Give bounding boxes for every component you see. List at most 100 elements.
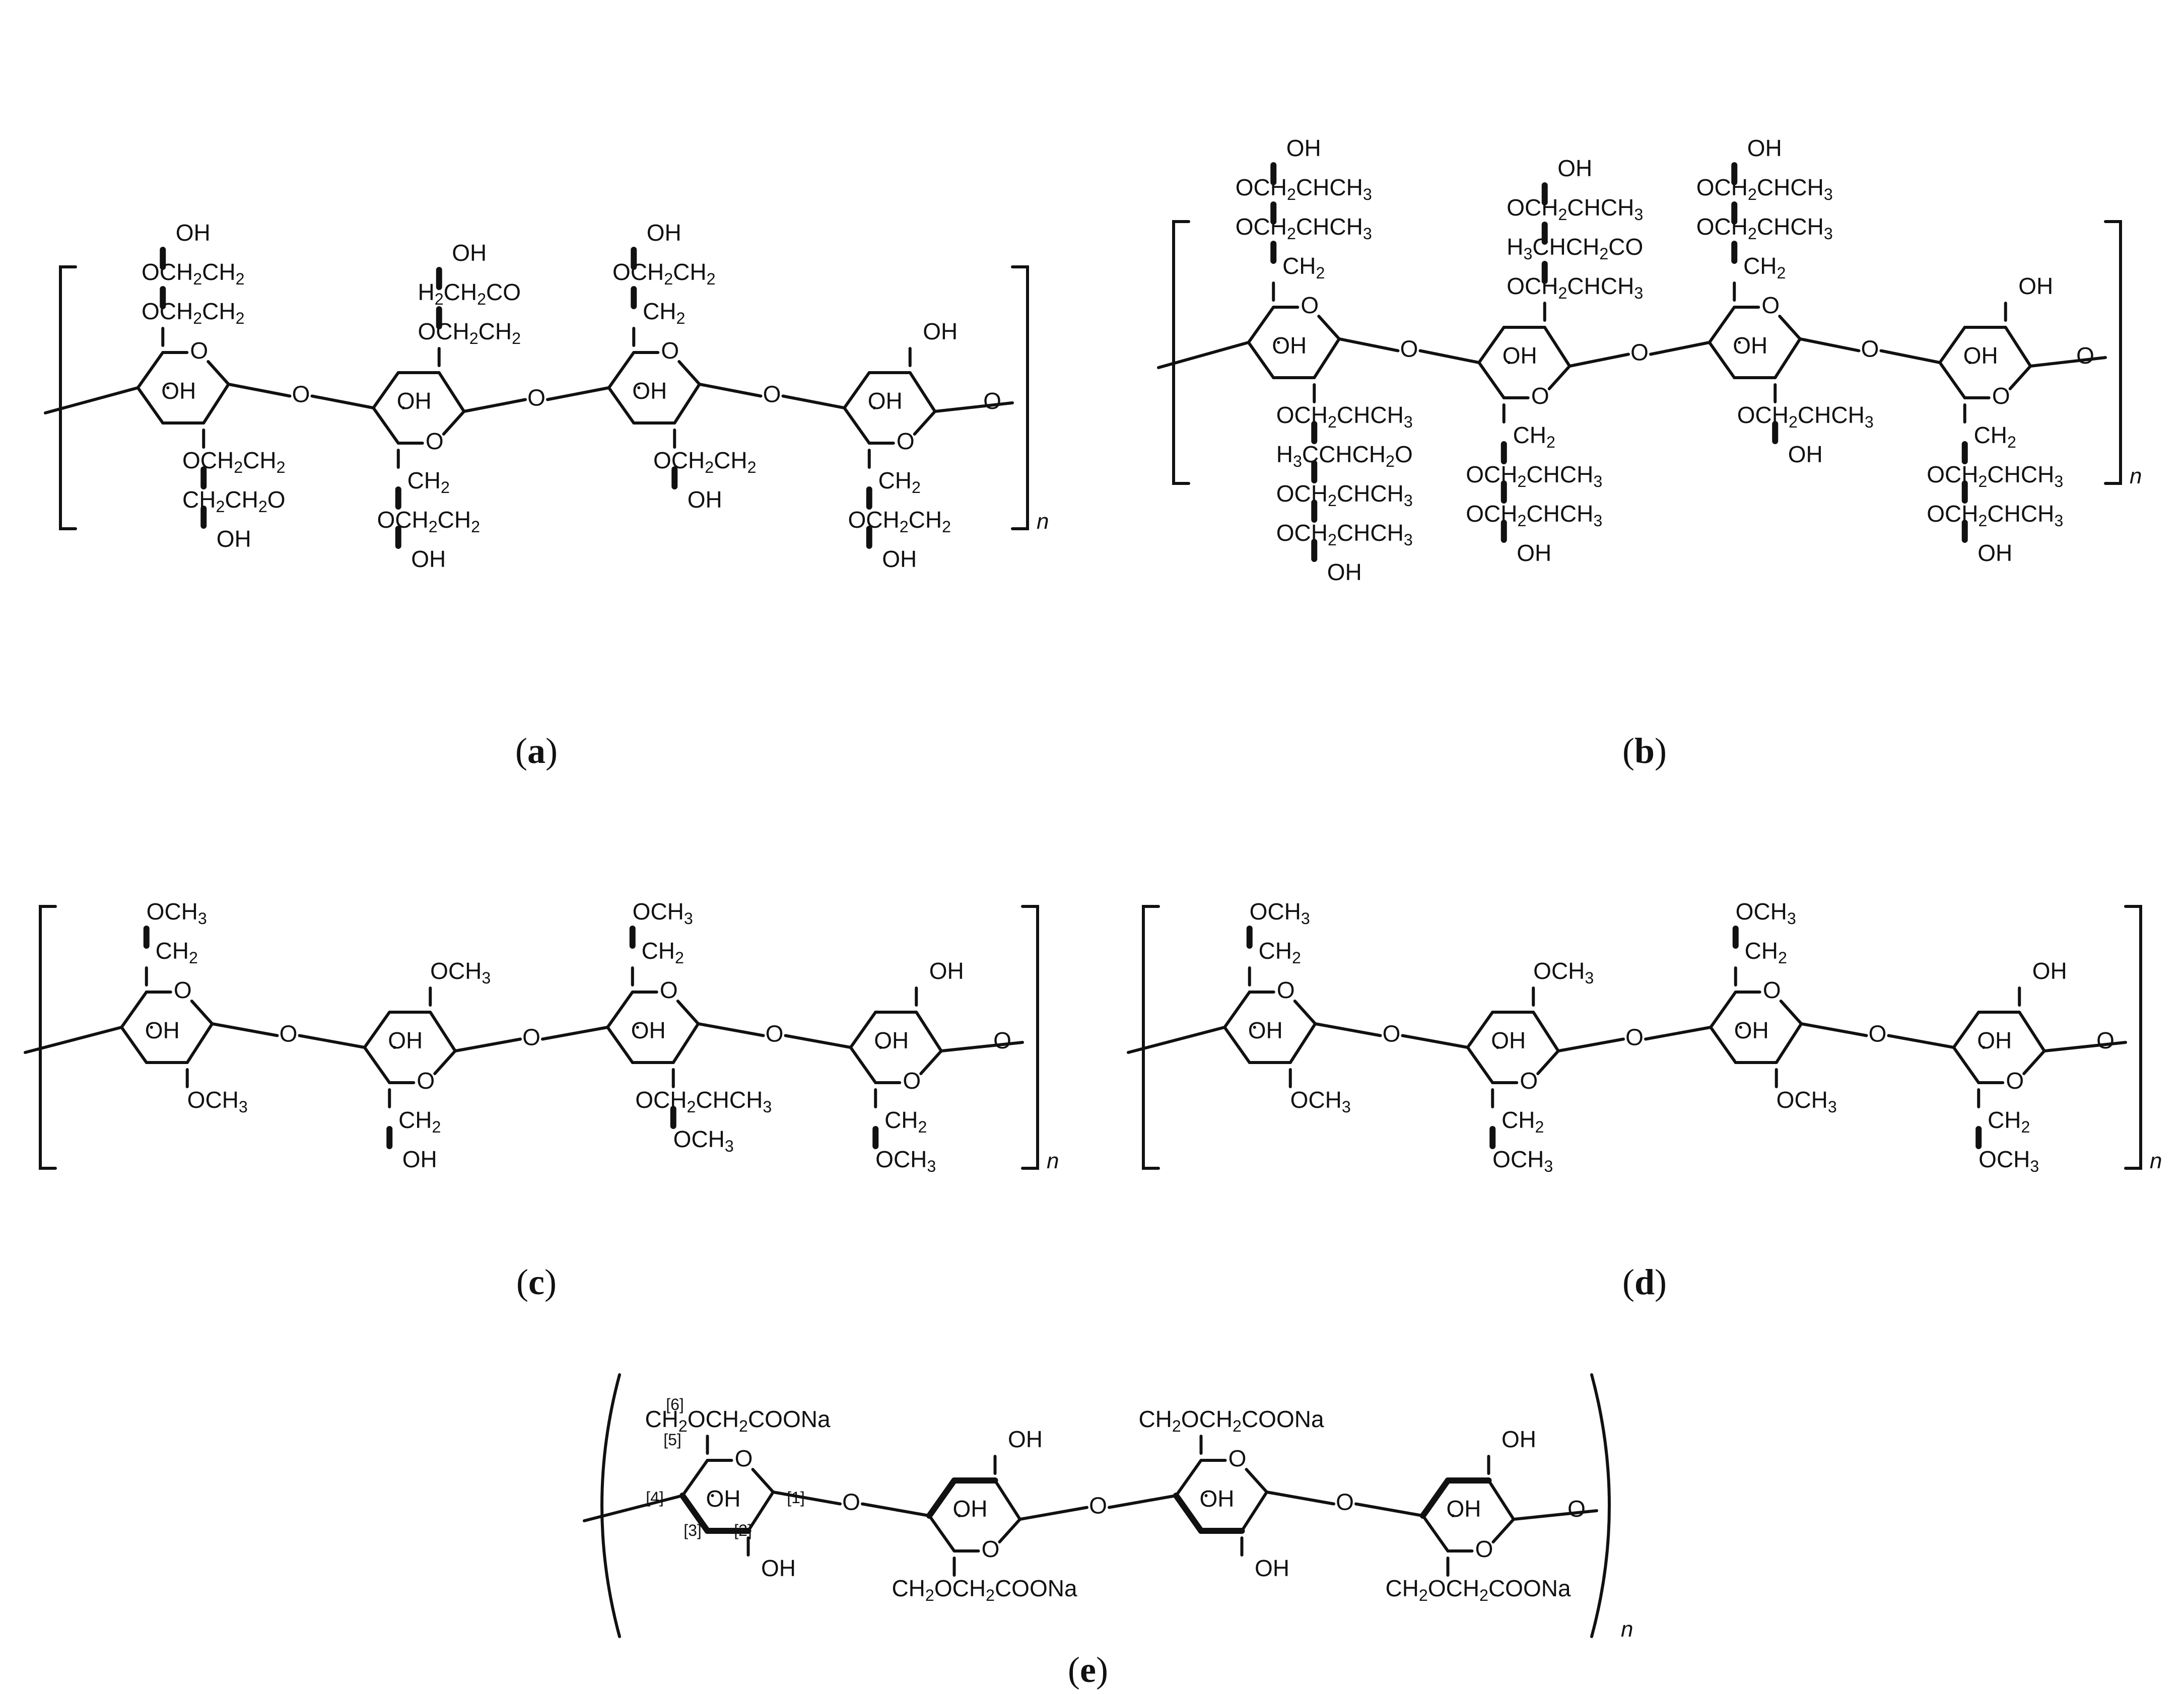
- terminal-oxygen: O: [1567, 1496, 1586, 1522]
- ring-hydroxyl-label: OH: [388, 1027, 423, 1053]
- glycosidic-oxygen: O: [1383, 1021, 1401, 1047]
- ring-oxygen: O: [1228, 1445, 1247, 1471]
- glycosidic-bond: [1337, 337, 1400, 352]
- ring-hydroxyl-label: OH: [632, 378, 667, 404]
- substituent-label: OH: [176, 220, 211, 246]
- substituent-label: OCH3​: [1736, 898, 1796, 927]
- substituent-label: H3​CCHCH2​O: [1276, 441, 1413, 470]
- ring-bond: [1245, 1468, 1268, 1494]
- ring-bond: [1708, 306, 1736, 344]
- glycosidic-oxygen: O: [1336, 1489, 1354, 1515]
- ring-bond: [751, 1468, 775, 1494]
- ring-bond: [843, 371, 871, 409]
- ring-bond: [998, 1518, 1021, 1543]
- substituent-label: OCH3​: [875, 1146, 936, 1175]
- substituent-label: OCH2​CHCH3​: [1696, 174, 1833, 203]
- ring-bond: [190, 1000, 214, 1025]
- right-bracket: [1590, 1373, 1611, 1638]
- ring-bond: [915, 1011, 943, 1052]
- repeat-subscript: n: [1621, 1617, 1633, 1642]
- ring-bond: [607, 351, 636, 389]
- terminal-oxygen: O: [2076, 342, 2094, 369]
- substituent-label: OCH3​: [1250, 898, 1310, 927]
- substituent-label: CH2​: [878, 467, 921, 496]
- glycosidic-bond: [697, 1022, 765, 1037]
- ring-bond: [1952, 1011, 1981, 1049]
- substituent-label: OCH2​CHCH3​: [635, 1087, 772, 1115]
- carbon-number-label: [1]: [787, 1489, 805, 1507]
- glycosidic-bond: [211, 1022, 279, 1037]
- panel-caption: (b): [1622, 731, 1667, 771]
- carbon-number-label: [2]: [734, 1521, 752, 1539]
- ring-oxygen: O: [174, 977, 192, 1003]
- ring-bond: [681, 1459, 709, 1497]
- ring-bond: [849, 1011, 877, 1049]
- glycosidic-oxygen: O: [842, 1489, 860, 1515]
- glycosidic-bond: [298, 1034, 366, 1049]
- right-bracket: [1011, 265, 1029, 530]
- ring-bond: [1313, 337, 1341, 379]
- ring-oxygen: O: [1763, 977, 1781, 1003]
- ring-hydroxyl-label: OH: [706, 1486, 741, 1512]
- substituent-label: CH2​: [398, 1107, 441, 1136]
- ring-oxygen: O: [1301, 292, 1319, 318]
- ring-bond: [993, 1479, 1021, 1521]
- substituent-label: OCH2​CH2​: [142, 298, 245, 327]
- substituent-label: OCH2​CH2​: [142, 259, 245, 288]
- ring-hydroxyl-label: OH: [1977, 1027, 2012, 1053]
- ring-bond: [433, 1049, 457, 1075]
- substituent-label: OH: [923, 318, 958, 344]
- ring-bond: [1774, 1022, 1803, 1064]
- ring-bond: [363, 1011, 391, 1049]
- ring-bond: [673, 383, 701, 425]
- substituent-label: OCH2​CHCH3​: [1927, 461, 2063, 490]
- substituent-label: OCH2​CHCH3​: [1276, 480, 1413, 509]
- terminal-oxygen: O: [993, 1027, 1011, 1053]
- ring-hydroxyl-label: OH: [874, 1027, 909, 1053]
- ring-bond: [1536, 1049, 1560, 1075]
- panel-caption: (a): [515, 731, 558, 771]
- ring-bond: [1708, 341, 1736, 379]
- substituent-label: CH2​CH2​O: [182, 486, 286, 515]
- glycosidic-bond: [1108, 1494, 1178, 1509]
- substituent-label: OCH2​CHCH3​: [1507, 273, 1643, 302]
- ring-oxygen: O: [1992, 383, 2010, 409]
- substituent-label: OH: [647, 220, 681, 246]
- ring-bond: [671, 1022, 700, 1064]
- substituent-label: CH2​: [642, 938, 684, 966]
- ring-oxygen: O: [417, 1068, 435, 1094]
- ring-bond: [136, 386, 165, 425]
- glycosidic-bond: [1556, 1037, 1625, 1052]
- glycosidic-oxygen: O: [763, 381, 781, 407]
- ring-bond: [120, 991, 148, 1029]
- ring-bond: [908, 371, 937, 413]
- substituent-label: OH: [411, 546, 446, 572]
- ring-bond: [1773, 337, 1802, 379]
- ring-bond: [607, 386, 636, 425]
- ring-bond: [1247, 341, 1275, 379]
- substituent-label: OCH2​CH2​: [848, 507, 951, 535]
- substituent-label: OH: [688, 486, 722, 513]
- ring-bond: [746, 1491, 775, 1532]
- glycosidic-oxygen: O: [766, 1021, 784, 1047]
- substituent-label: OH: [1788, 441, 1823, 467]
- substituent-label: OCH2​CHCH3​: [1276, 520, 1413, 548]
- ring-hydroxyl-label: OH: [868, 388, 903, 414]
- ring-bond: [1709, 991, 1737, 1029]
- substituent-label: CH2​: [1259, 938, 1301, 966]
- glucose-unit: OOHCH2​OCH2​CHCH3​OCH2​CHCH3​OHOCH2​CHCH…: [1236, 135, 1413, 585]
- glycosidic-oxygen: O: [1630, 339, 1649, 366]
- carbon-number-label: [4]: [646, 1489, 664, 1507]
- glucose-unit: OOHCH2​OCH2​CHCH3​OCH2​CHCH3​OHOCH2​CHCH…: [1696, 135, 1874, 467]
- ring-hydroxyl-label: OH: [1503, 342, 1537, 369]
- right-bracket: [2104, 220, 2122, 485]
- carbon-numbering: [1][2][3][4][5][6]: [646, 1395, 805, 1539]
- ring-bond: [207, 360, 230, 386]
- ring-bond: [926, 1477, 958, 1519]
